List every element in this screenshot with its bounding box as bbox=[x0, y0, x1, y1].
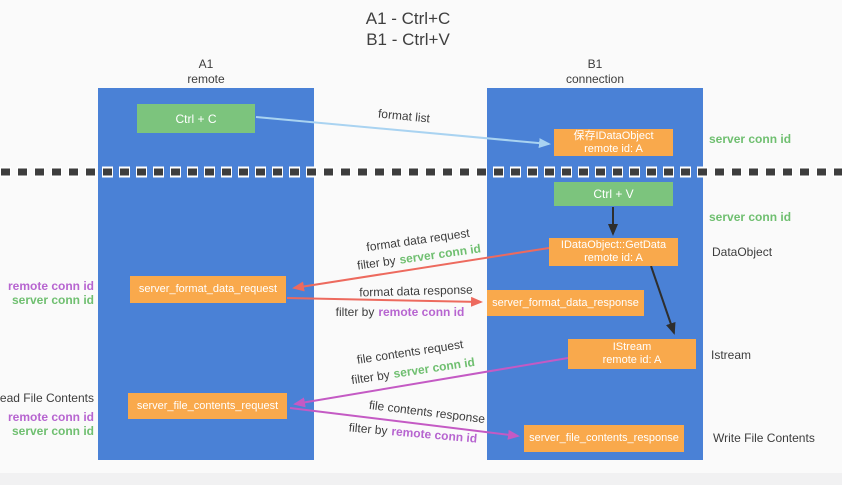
node-server-format-data-request: server_format_data_request bbox=[130, 276, 286, 303]
label-server-conn-id-left-bottom: server conn id bbox=[11, 424, 94, 438]
label-write-file-contents: Write File Contents bbox=[713, 431, 815, 445]
save-dataobject-line-1: 保存IDataObject bbox=[573, 129, 654, 142]
node-getdata: IDataObject::GetData remote id: A bbox=[549, 238, 678, 266]
column-b1-name: B1 bbox=[587, 57, 603, 71]
arrow-getdata-to-istream bbox=[650, 265, 676, 335]
ctrl-v-label: Ctrl + V bbox=[593, 187, 634, 201]
getdata-line-2: remote id: A bbox=[584, 252, 643, 264]
node-save-dataobject: 保存IDataObject remote id: A bbox=[554, 129, 673, 156]
label-dataobject: DataObject bbox=[712, 245, 773, 259]
column-header-a1: A1 remote bbox=[126, 57, 286, 87]
arrow-file-contents-request bbox=[293, 357, 569, 408]
column-a1-name: A1 bbox=[198, 57, 214, 71]
ctrl-c-label: Ctrl + C bbox=[175, 111, 217, 126]
save-dataobject-line-2: remote id: A bbox=[584, 142, 643, 155]
server-file-contents-request-label: server_file_contents_request bbox=[136, 399, 279, 412]
diagram-title: A1 - Ctrl+C B1 - Ctrl+V bbox=[366, 8, 451, 50]
label-server-conn-id-mid: server conn id bbox=[709, 210, 792, 224]
server-format-data-response-label: server_format_data_response bbox=[492, 296, 639, 309]
server-file-contents-response-label: server_file_contents_response bbox=[529, 432, 679, 444]
footer-band bbox=[0, 473, 842, 485]
title-line-1: A1 - Ctrl+C bbox=[365, 9, 451, 28]
arrow-format-list bbox=[255, 116, 551, 149]
label-read-file-contents: Read File Contents bbox=[0, 391, 94, 405]
node-server-format-data-response: server_format_data_response bbox=[487, 290, 644, 316]
label-format-data-response: format data response bbox=[359, 282, 473, 300]
title-line-2: B1 - Ctrl+V bbox=[366, 30, 450, 49]
label-remote-conn-id-left-bottom: remote conn id bbox=[7, 410, 94, 424]
label-remote-conn-id-left-mid: remote conn id bbox=[7, 279, 94, 293]
node-server-file-contents-request: server_file_contents_request bbox=[128, 393, 287, 419]
label-server-conn-id-top: server conn id bbox=[709, 132, 792, 146]
arrow-format-data-response bbox=[286, 296, 483, 307]
label-istream: Istream bbox=[711, 348, 752, 362]
node-ctrl-c: Ctrl + C bbox=[137, 104, 255, 133]
getdata-line-1: IDataObject::GetData bbox=[560, 239, 667, 251]
server-format-data-request-label: server_format_data_request bbox=[138, 283, 278, 295]
arrow-format-data-request bbox=[292, 247, 550, 292]
column-a1-subtitle: remote bbox=[187, 72, 225, 86]
istream-line-1: IStream bbox=[612, 341, 652, 353]
column-b1-subtitle: connection bbox=[565, 72, 625, 86]
node-istream: IStream remote id: A bbox=[568, 339, 696, 369]
label-server-conn-id-left-mid: server conn id bbox=[11, 293, 94, 307]
istream-line-2: remote id: A bbox=[602, 354, 662, 366]
filter-by-text-2: filter by bbox=[335, 305, 375, 319]
arrow-file-contents-response bbox=[289, 407, 520, 440]
filter-remote-conn-id-1: remote conn id bbox=[378, 305, 465, 319]
node-ctrl-v: Ctrl + V bbox=[554, 182, 673, 206]
column-header-b1: B1 connection bbox=[515, 57, 675, 87]
node-server-file-contents-response: server_file_contents_response bbox=[524, 425, 684, 452]
